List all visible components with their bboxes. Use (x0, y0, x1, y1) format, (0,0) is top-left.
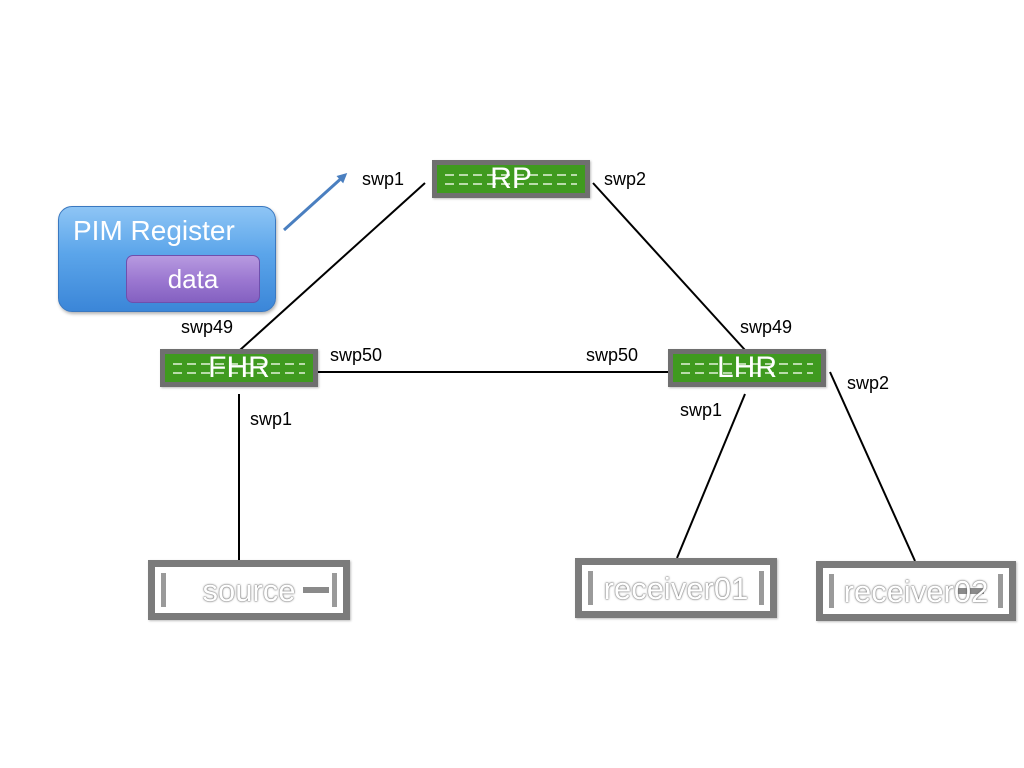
link-lhr-receiver01 (676, 393, 746, 559)
port-label-lhr-swp50: swp50 (586, 345, 639, 365)
packet-title: PIM Register (73, 215, 235, 246)
host-frame (829, 574, 1003, 608)
host-receiver02[interactable]: receiver02 (816, 561, 1016, 621)
switch-label: FHR (208, 351, 270, 384)
host-label: receiver01 (603, 570, 749, 606)
port-label-lhr-swp49: swp49 (740, 317, 793, 337)
port-label-fhr-swp49: swp49 (181, 317, 234, 337)
port-label-rp-swp1: swp1 (362, 169, 405, 189)
switch-rp[interactable]: RP (432, 160, 590, 198)
host-source[interactable]: source (148, 560, 350, 620)
pim-register-packet: PIM Register data (58, 206, 276, 312)
switch-label: RP (490, 162, 532, 195)
packet-payload: data (126, 255, 260, 303)
port-label-lhr-swp1: swp1 (680, 400, 723, 420)
host-label: receiver02 (843, 573, 989, 609)
host-label: source (202, 572, 296, 608)
link-rp-fhr (239, 182, 426, 351)
host-slot (303, 587, 329, 593)
switch-port-strip (445, 174, 577, 176)
port-label-fhr-swp1: swp1 (250, 409, 293, 429)
switch-port-strip (173, 372, 305, 374)
host-frame (161, 573, 337, 607)
port-label-rp-swp2: swp2 (604, 169, 647, 189)
switch-lhr[interactable]: LHR (668, 349, 826, 387)
port-label-lhr-swp2: swp2 (847, 373, 890, 393)
switch-fhr[interactable]: FHR (160, 349, 318, 387)
link-rp-lhr (592, 182, 746, 351)
switch-port-strip (445, 183, 577, 185)
host-receiver01[interactable]: receiver01 (575, 558, 777, 618)
link-lhr-receiver02 (829, 371, 916, 562)
pim-register-arrow (282, 172, 348, 232)
switch-port-strip (681, 372, 813, 374)
switch-label: LHR (716, 351, 777, 384)
port-label-fhr-swp50: swp50 (330, 345, 383, 365)
host-frame (588, 571, 764, 605)
switch-port-strip (173, 363, 305, 365)
host-slot (958, 588, 984, 594)
switch-port-strip (681, 363, 813, 365)
